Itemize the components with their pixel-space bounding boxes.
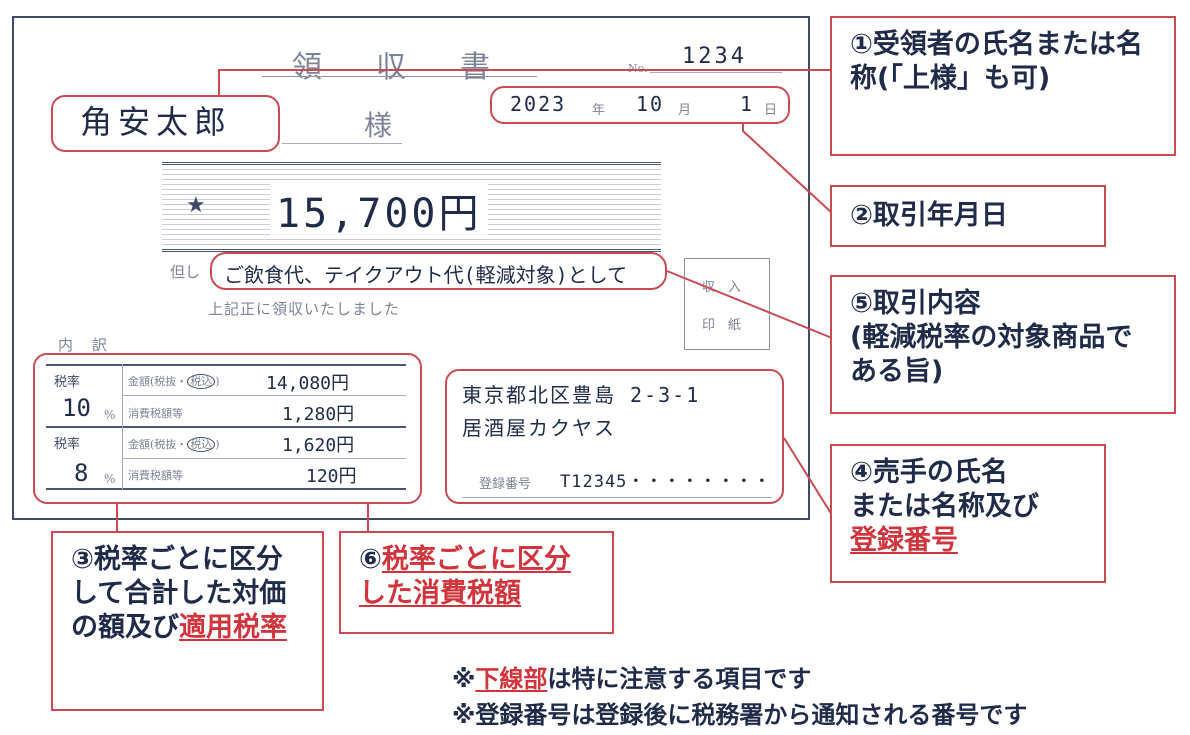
registration-underline — [462, 497, 772, 498]
callout-transaction-content-detail: (軽減税率の対象商品である旨) — [850, 322, 1133, 387]
receipt — [12, 16, 810, 520]
callout-recipient-name-text: ①受領者の氏名または名称(「上様」も可) — [850, 29, 1143, 94]
note-registration: ※登録番号は登録後に税務署から通知される番号です — [452, 701, 1028, 729]
stamp-text-2: 印 紙 — [702, 318, 742, 333]
tax-rate-pct: % — [104, 408, 116, 422]
receipt-number: 1234 — [682, 44, 747, 69]
callout-amount-by-rate: ③税率ごとに区分して合計した対価の額及び適用税率 — [51, 531, 324, 711]
callout-transaction-content-title: ⑤取引内容 — [850, 288, 981, 319]
connector-line-1 — [218, 69, 832, 71]
receipt-title: 領 収 書 — [292, 50, 502, 85]
callout-recipient-name: ①受領者の氏名または名称(「上様」も可) — [830, 16, 1176, 156]
tax-consumption-value: 120円 — [306, 466, 357, 487]
recipient-highlight — [51, 95, 280, 152]
confirm-text: 上記正に領収いたしました — [208, 300, 401, 318]
breakdown-highlight — [33, 353, 422, 504]
breakdown-table — [46, 364, 406, 490]
description-highlight — [210, 252, 667, 290]
recipient-underline — [282, 143, 402, 144]
tadashi-label: 但し — [170, 263, 201, 281]
amount-label-pre: 金額(税抜・ — [128, 438, 188, 451]
registration-label: 登録番号 — [479, 477, 532, 492]
title-underline — [262, 76, 537, 77]
tax-consumption-label: 消費税額等 — [128, 469, 183, 482]
tax-rate-value: 8 — [74, 459, 89, 487]
note-underline-mark: ※ — [452, 665, 476, 693]
description-text: ご飲食代、テイクアウト代(軽減対象)として — [224, 263, 628, 287]
tax-rate-label: 税率 — [54, 375, 81, 390]
callout-seller-name-line2: または名称及び — [850, 491, 1039, 522]
callout-seller-name: ④売手の氏名 または名称及び 登録番号 — [830, 444, 1106, 583]
tax-consumption-label: 消費税額等 — [128, 407, 183, 420]
amount-label-post: ) — [215, 438, 220, 451]
breakdown-label: 内 訳 — [58, 336, 110, 354]
date-highlight — [490, 86, 790, 124]
date-day: 1 — [740, 92, 753, 116]
stamp-text-1: 収 入 — [702, 280, 742, 295]
connector-line-1 — [218, 69, 220, 97]
amount-label-pre: 金額(税抜・ — [128, 375, 188, 388]
seller-name: 居酒屋カクヤス — [462, 416, 616, 440]
callout-amount-by-rate-emphasis: 適用税率 — [179, 612, 287, 643]
registration-number: T12345・・・・・・・・ — [560, 472, 772, 492]
tax-amount: 1,620円 — [282, 435, 355, 456]
amount-label-circled: 税込 — [187, 374, 216, 389]
amount-label-post: ) — [215, 375, 220, 388]
seller-highlight — [445, 369, 784, 504]
tax-rate-pct: % — [104, 472, 116, 486]
callout-tax-by-rate: ⑥税率ごとに区分した消費税額 — [339, 531, 614, 634]
honorific: 様 — [364, 109, 393, 142]
callout-tax-by-rate-number: ⑥ — [359, 544, 382, 575]
date-day-unit: 日 — [764, 103, 778, 118]
amount-label: 金額(税抜・税込) — [128, 373, 220, 389]
tax-rate-label: 税率 — [54, 437, 81, 452]
note-underline-emphasis: 下線部 — [475, 665, 548, 693]
note-underline-text: は特に注意する項目です — [547, 665, 812, 693]
note-underline: ※下線部は特に注意する項目です — [452, 659, 811, 694]
callout-transaction-content: ⑤取引内容 (軽減税率の対象商品である旨) — [830, 275, 1176, 414]
tax-rate-value: 10 — [62, 394, 91, 422]
callout-transaction-date-text: ②取引年月日 — [850, 200, 1008, 231]
seller-address: 東京都北区豊島 2-3-1 — [462, 383, 701, 407]
date-month: 10 — [636, 92, 665, 116]
date-year-unit: 年 — [592, 103, 606, 118]
amount-value: 15,700円 — [270, 181, 488, 239]
amount-label-circled: 税込 — [187, 437, 216, 452]
date-year: 2023 — [510, 92, 567, 116]
star-icon: ★ — [186, 193, 206, 218]
amount-label: 金額(税抜・税込) — [128, 436, 220, 452]
revenue-stamp-box — [684, 258, 770, 350]
tax-consumption-value: 1,280円 — [282, 404, 355, 425]
recipient-name: 角安太郎 — [80, 103, 233, 141]
date-month-unit: 月 — [678, 103, 692, 118]
callout-tax-by-rate-emphasis: 税率ごとに区分した消費税額 — [359, 544, 571, 609]
number-underline — [650, 72, 782, 73]
tax-amount: 14,080円 — [266, 373, 350, 394]
callout-seller-name-emphasis: 登録番号 — [850, 525, 958, 556]
callout-transaction-date: ②取引年月日 — [830, 185, 1106, 247]
receipt-number-label: No. — [628, 62, 648, 75]
callout-seller-name-line1: ④売手の氏名 — [850, 457, 1008, 488]
callout-amount-by-rate-text: ③税率ごとに区分して合計した対価の額及び — [71, 544, 287, 643]
